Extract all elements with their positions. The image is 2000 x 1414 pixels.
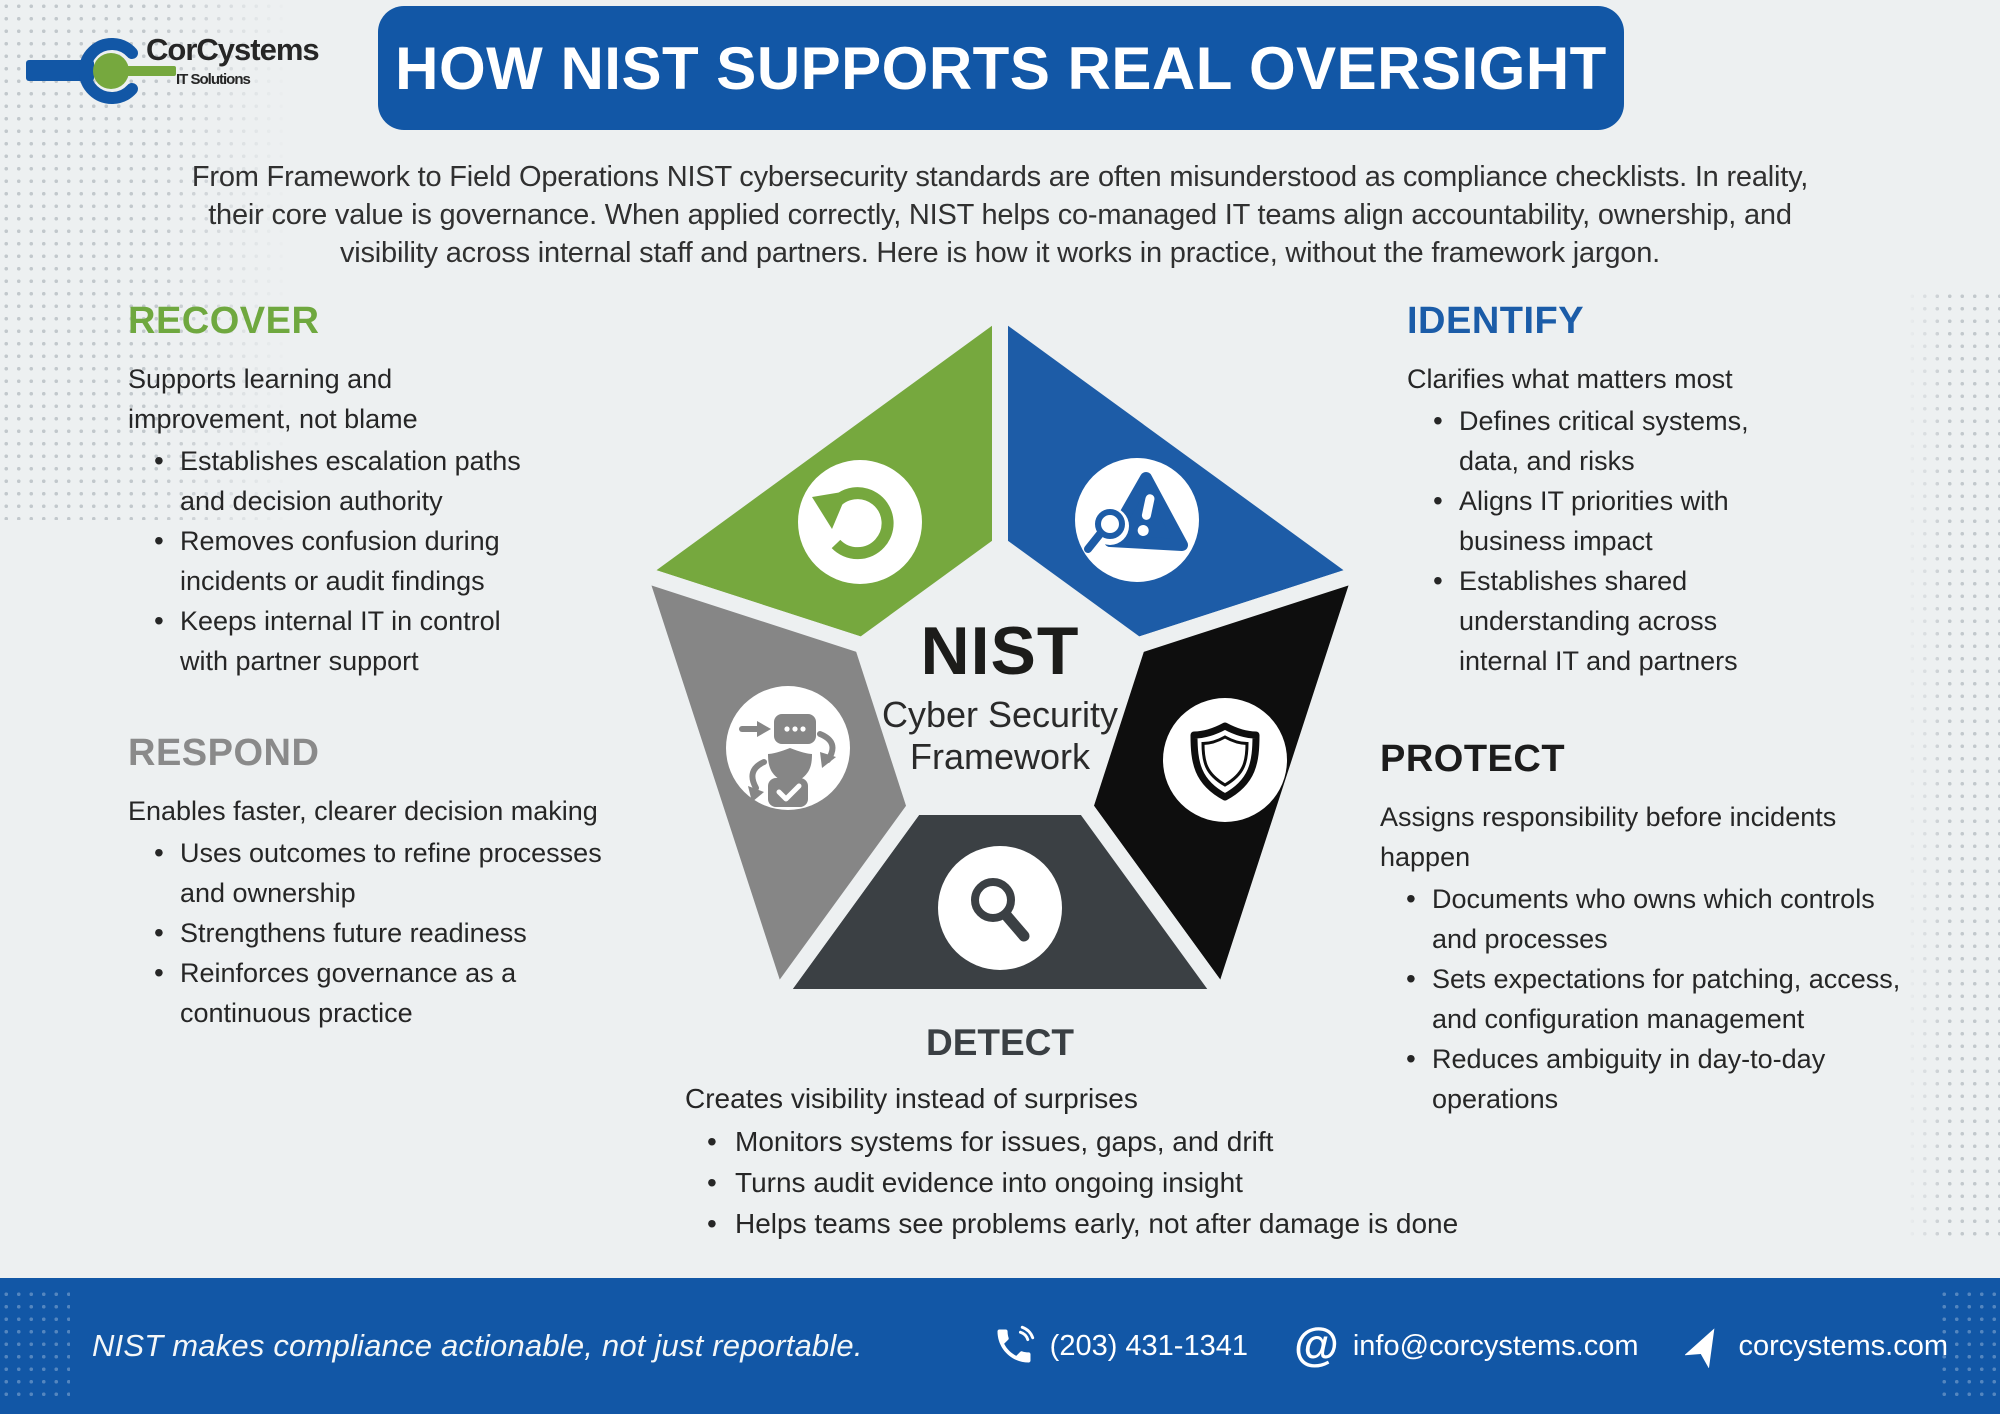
cursor-icon (1684, 1324, 1725, 1368)
respond-bullet: Uses outcomes to refine processes and ow… (128, 833, 728, 913)
title-banner: HOW NIST SUPPORTS REAL OVERSIGHT (378, 6, 1624, 130)
recover-icon (798, 460, 922, 584)
protect-bullet: Reduces ambiguity in day-to-day operatio… (1380, 1039, 1980, 1119)
detect-bullet: Turns audit evidence into ongoing insigh… (685, 1162, 1585, 1203)
protect-bullet: Documents who owns which controls and pr… (1380, 879, 1980, 959)
protect-icon (1163, 698, 1287, 822)
section-identify: IDENTIFY Clarifies what matters most Def… (1407, 300, 1927, 681)
recover-lead: Supports learning and improvement, not b… (128, 364, 418, 434)
recover-bullet-list: Establishes escalation paths and decisio… (128, 441, 648, 681)
dot-pattern-footer-left (0, 1288, 70, 1404)
dot-pattern-top-left (0, 0, 290, 520)
nist-sublabel: Cyber Security Framework (881, 694, 1119, 777)
respond-bullet: Reinforces governance as a continuous pr… (128, 953, 728, 1033)
respond-bullet: Strengthens future readiness (128, 913, 728, 953)
phone-contact[interactable]: (203) 431-1341 (992, 1324, 1248, 1368)
nist-label: NIST (920, 613, 1080, 689)
dot-pattern-footer-right (1938, 1288, 2000, 1404)
section-respond: RESPOND Enables faster, clearer decision… (128, 732, 728, 1033)
respond-icon (726, 686, 850, 810)
identify-heading: IDENTIFY (1407, 300, 1585, 342)
recover-bullet: Establishes escalation paths and decisio… (128, 441, 648, 521)
respond-heading: RESPOND (128, 732, 320, 774)
website-contact[interactable]: corcystems.com (1684, 1324, 1948, 1368)
logo-brand-tagline: IT Solutions (176, 71, 250, 88)
footer-tagline: NIST makes compliance actionable, not ju… (92, 1328, 863, 1363)
identify-icon (1075, 458, 1199, 582)
protect-bullet-list: Documents who owns which controls and pr… (1380, 879, 1980, 1119)
corcystems-logo: CorCystems IT Solutions (26, 32, 320, 104)
identify-bullet-list: Defines critical systems, data, and risk… (1407, 401, 1927, 681)
section-protect: PROTECT Assigns responsibility before in… (1380, 738, 1980, 1119)
email-contact[interactable]: @ info@corcystems.com (1293, 1318, 1639, 1370)
detect-bullet: Helps teams see problems early, not afte… (685, 1203, 1585, 1244)
logo-bar-green (120, 66, 176, 76)
phone-number: (203) 431-1341 (1049, 1329, 1248, 1362)
protect-heading: PROTECT (1380, 738, 1566, 780)
protect-lead: Assigns responsibility before incidents … (1380, 802, 1837, 872)
identify-bullet: Defines critical systems, data, and risk… (1407, 401, 1927, 481)
section-recover: RECOVER Supports learning and improvemen… (128, 300, 648, 681)
respond-bullet-list: Uses outcomes to refine processes and ow… (128, 833, 728, 1033)
respond-lead: Enables faster, clearer decision making (128, 796, 598, 826)
identify-bullet: Establishes shared understanding across … (1407, 561, 1927, 681)
recover-bullet: Removes confusion during incidents or au… (128, 521, 648, 601)
logo-bar-blue (26, 60, 94, 81)
protect-bullet: Sets expectations for patching, access, … (1380, 959, 1980, 1039)
recover-heading: RECOVER (128, 300, 320, 342)
detect-heading: DETECT (926, 1022, 1074, 1063)
detect-icon (938, 846, 1062, 970)
pentagon-core (853, 535, 1147, 815)
logo-ring (78, 38, 138, 104)
page-title: HOW NIST SUPPORTS REAL OVERSIGHT (395, 34, 1607, 102)
section-detect: Creates visibility instead of surprises … (685, 1078, 1585, 1244)
phone-icon (992, 1324, 1036, 1368)
footer-contacts: (203) 431-1341 @ info@corcystems.com cor… (992, 1278, 1948, 1414)
detect-bullet: Monitors systems for issues, gaps, and d… (685, 1121, 1585, 1162)
logo-dot-green (93, 53, 129, 89)
intro-paragraph: From Framework to Field Operations NIST … (191, 161, 1809, 269)
logo-brand-name: CorCystems (146, 32, 319, 67)
detect-lead: Creates visibility instead of surprises (685, 1083, 1138, 1114)
at-icon: @ (1293, 1318, 1339, 1370)
email-address: info@corcystems.com (1352, 1329, 1639, 1362)
website-url: corcystems.com (1738, 1329, 1948, 1362)
footer-bar: NIST makes compliance actionable, not ju… (0, 1278, 2000, 1414)
recover-bullet: Keeps internal IT in control with partne… (128, 601, 648, 681)
identify-bullet: Aligns IT priorities with business impac… (1407, 481, 1927, 561)
identify-lead: Clarifies what matters most (1407, 364, 1733, 394)
detect-bullet-list: Monitors systems for issues, gaps, and d… (685, 1121, 1585, 1244)
